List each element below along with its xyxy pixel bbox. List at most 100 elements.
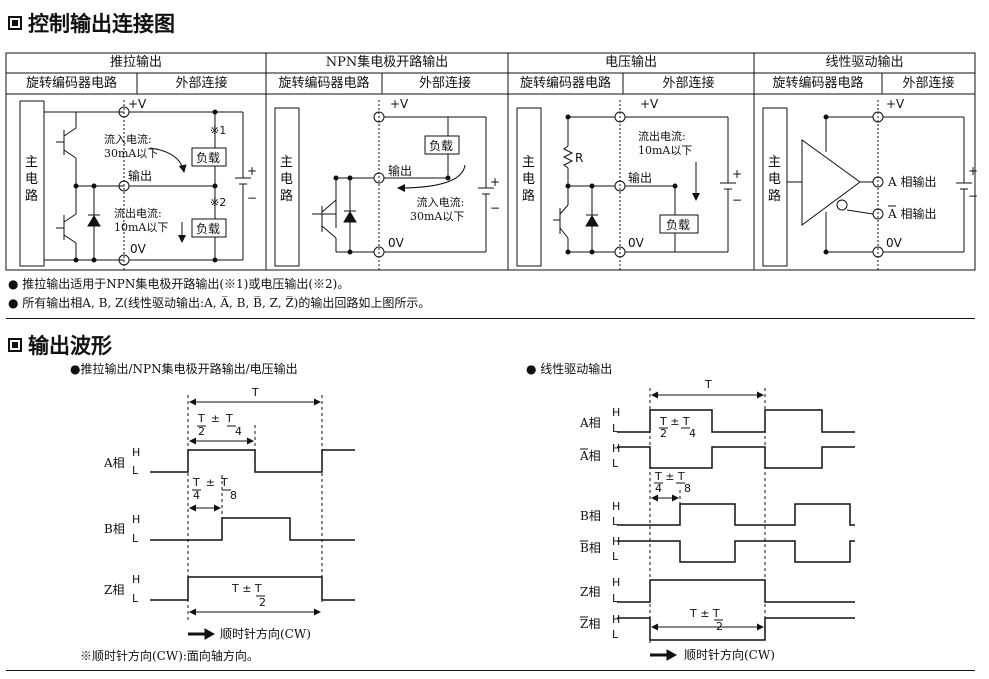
wave-b: [150, 517, 355, 541]
mark-2: ※2: [210, 196, 226, 209]
col-encoder-circuit-1: 旋转编码器电路: [25, 76, 117, 91]
svg-text:2: 2: [259, 596, 266, 609]
svg-text:2: 2: [716, 620, 723, 633]
zero-v-2: 0V: [388, 236, 405, 250]
header-voltage: 电压输出: [604, 55, 657, 70]
direction-left: 顺时针方向(CW): [220, 626, 311, 641]
footnote: ※顺时针方向(CW):面向轴方向。: [80, 648, 259, 663]
svg-text:L: L: [612, 457, 619, 470]
inflow-note-1: 流入电流: 30mA以下: [104, 133, 159, 160]
col-encoder-circuit-2: 旋转编码器电路: [278, 76, 370, 91]
divider: [6, 318, 975, 319]
svg-text:T ± T: T ± T: [231, 582, 262, 595]
col-external-2: 外部连接: [418, 76, 471, 91]
plus-1: +: [247, 164, 257, 178]
svg-text:T ± T: T ± T: [654, 470, 685, 483]
minus-2: −: [490, 201, 500, 215]
square-bullet-icon: [8, 338, 22, 352]
svg-text:L: L: [612, 628, 619, 641]
circuit-diagrams: +V 输出 0V 负载 负载 ※1 ※2 + − +V 输出 0V 负载 + −…: [19, 97, 978, 270]
vplus-2: +V: [390, 97, 409, 111]
a-out-label: A 相输出: [887, 174, 936, 189]
wave-b-bar-r: [617, 540, 855, 563]
resistor-label: R: [575, 151, 583, 165]
load-4: 负载: [666, 218, 690, 232]
bottom-divider: [6, 670, 975, 671]
label-a-bar-r: A相: [579, 449, 601, 463]
load-1: 负载: [196, 151, 220, 165]
plus-3: +: [732, 167, 742, 181]
svg-text:L: L: [612, 550, 619, 563]
outflow-note-3: 流出电流: 10mA以下: [638, 130, 693, 157]
svg-text:L: L: [612, 422, 619, 435]
load-3: 负载: [429, 139, 453, 153]
l-a: L: [132, 464, 139, 477]
label-b: B相: [104, 522, 125, 536]
col-external-1: 外部连接: [175, 76, 228, 91]
left-waveform-title: ●推拉输出/NPN集电极开路输出/电压输出: [70, 362, 298, 376]
svg-text:H: H: [612, 442, 620, 455]
h-b: H: [132, 513, 140, 526]
section-title-text: 输出波形: [28, 334, 112, 358]
svg-text:48: 48: [193, 489, 237, 502]
label-z-r: Z相: [580, 585, 600, 599]
zero-v-3: 0V: [628, 236, 645, 250]
square-bullet-icon: [8, 16, 22, 30]
label-z: Z相: [104, 583, 124, 597]
minus-3: −: [732, 193, 742, 207]
note-2: ● 所有输出相A, B, Z(线性驱动输出:A, A̅, B, B̅, Z, Z…: [8, 296, 431, 310]
wave-z-bar-r: [617, 617, 855, 641]
l-b: L: [132, 532, 139, 545]
period-right: T: [704, 380, 712, 391]
label-a: A相: [103, 456, 125, 470]
circuit-voltage: [516, 100, 736, 270]
header-line-driver: 线性驱动输出: [825, 55, 904, 70]
plus-2: +: [490, 175, 500, 189]
label-a-r: A相: [579, 416, 601, 430]
vplus-3: +V: [640, 97, 659, 111]
col-external-3: 外部连接: [662, 76, 715, 91]
wave-z: [150, 576, 355, 601]
svg-text:24: 24: [660, 427, 696, 440]
svg-text:T ± T: T ± T: [659, 415, 690, 428]
section-title-waveform: 输出波形: [8, 330, 112, 360]
section-title-text: 控制输出连接图: [28, 12, 175, 36]
svg-text:H: H: [612, 406, 620, 419]
mark-1: ※1: [210, 124, 226, 137]
vplus-1: +V: [128, 97, 147, 111]
inflow-note-2: 流入电流: 30mA以下: [410, 196, 465, 223]
zero-v-1: 0V: [130, 242, 147, 256]
svg-text:T ± T: T ± T: [689, 607, 720, 620]
main-circuit-2: 主 电 路: [280, 155, 294, 204]
label-b-r: B相: [580, 509, 601, 523]
col-encoder-circuit-4: 旋转编码器电路: [772, 76, 864, 91]
period-left: T: [251, 386, 259, 399]
wave-a-r: [617, 409, 855, 433]
main-circuit-3: 主 电 路: [522, 155, 536, 204]
svg-text:L: L: [612, 515, 619, 528]
circuit-line-driver: [762, 100, 972, 270]
minus-1: −: [247, 191, 257, 205]
header-npn: NPN集电极开路输出: [325, 55, 449, 70]
svg-text:T±T: T±T: [197, 412, 233, 425]
svg-text:H: H: [612, 500, 620, 513]
header-push-pull: 推拉输出: [109, 55, 162, 70]
col-encoder-circuit-3: 旋转编码器电路: [519, 76, 611, 91]
output-1: 输出: [128, 168, 152, 183]
col-external-4: 外部连接: [902, 76, 955, 91]
minus-4: −: [968, 189, 978, 203]
label-z-bar-r: Z相: [580, 617, 600, 631]
svg-text:T±T: T±T: [192, 476, 228, 489]
main-circuit-4: 主 电 路: [768, 155, 782, 204]
note-1: ● 推拉输出适用于NPN集电极开路输出(※1)或电压输出(※2)。: [8, 277, 350, 291]
wave-a-bar-r: [617, 446, 855, 469]
circuit-npn: [274, 100, 494, 270]
h-a: H: [132, 446, 140, 459]
svg-text:H: H: [612, 535, 620, 548]
h-z: H: [132, 573, 140, 586]
plus-4: +: [968, 164, 978, 178]
svg-text:L: L: [612, 592, 619, 605]
vplus-4: +V: [886, 97, 905, 111]
load-2: 负载: [196, 222, 220, 236]
